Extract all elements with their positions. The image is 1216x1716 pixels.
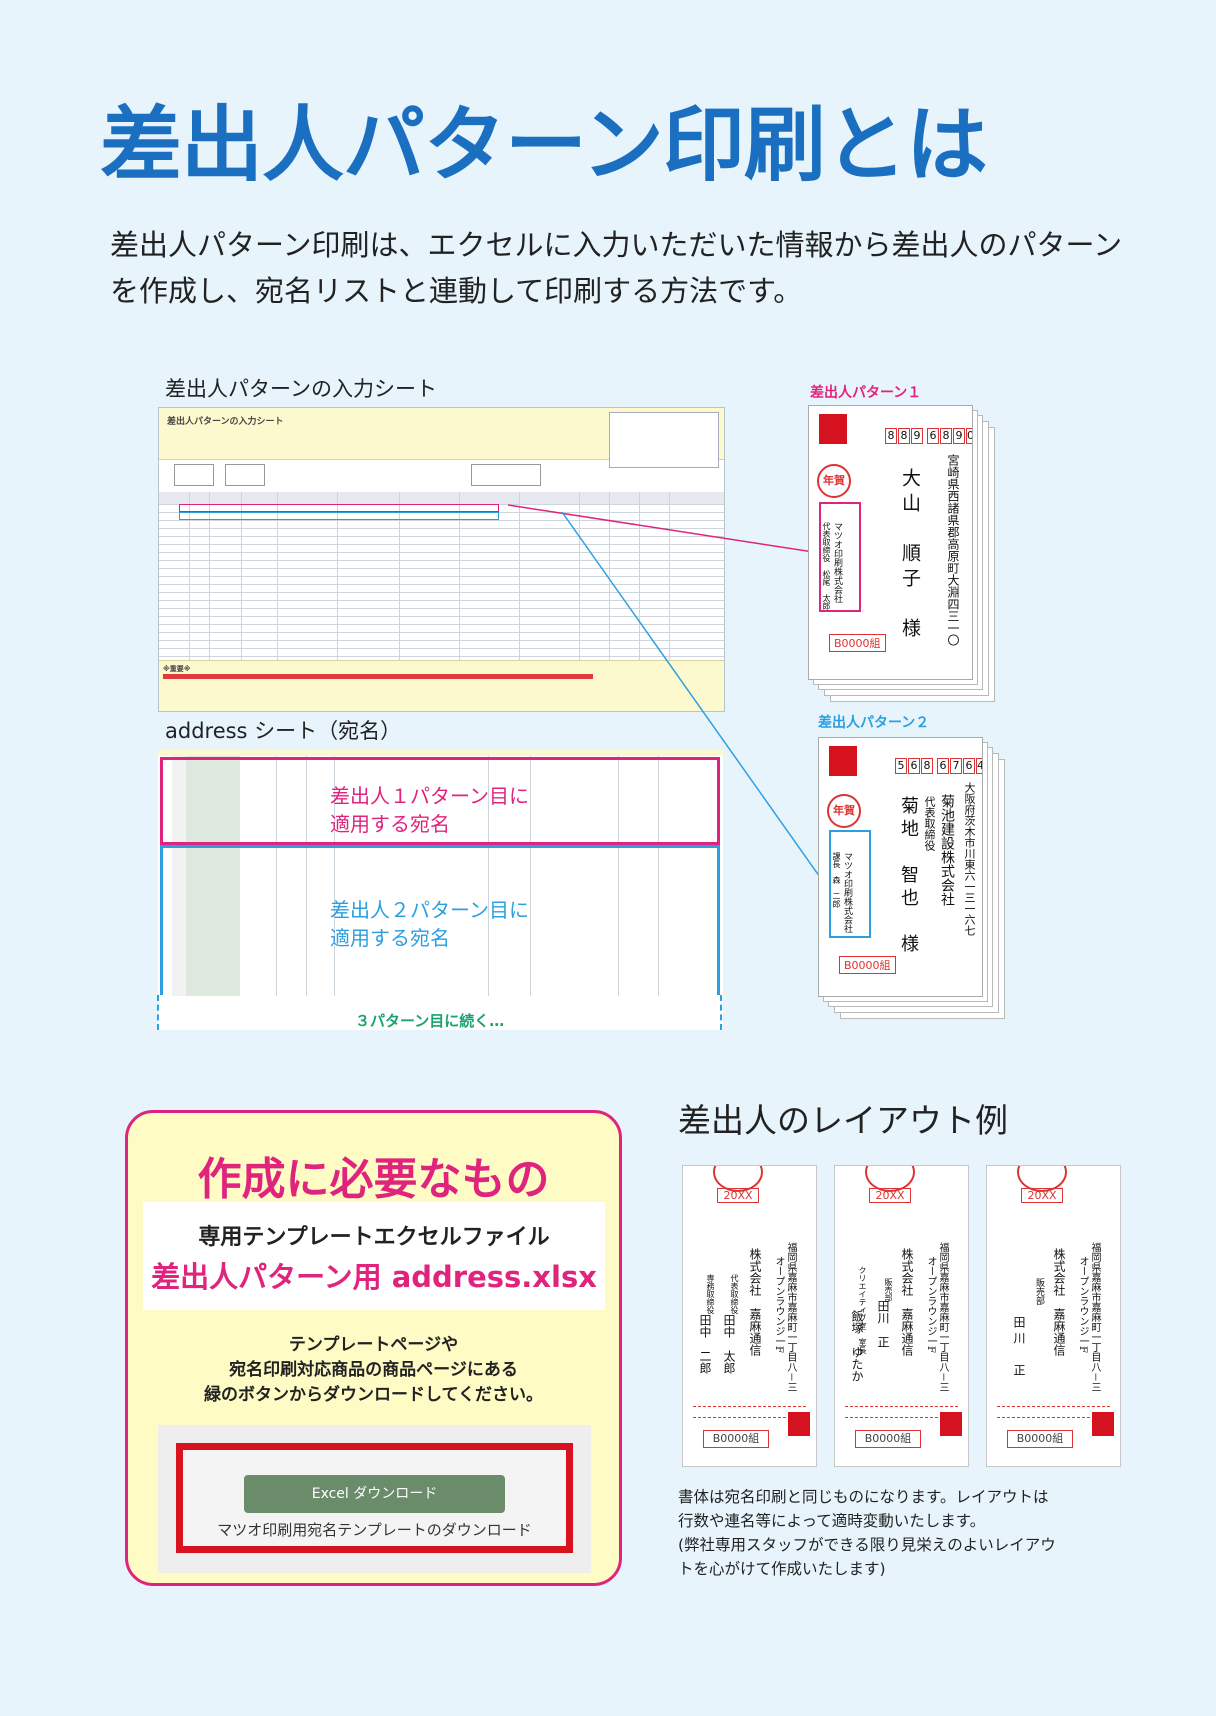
- download-instructions: テンプレートページや 宛名印刷対応商品の商品ページにある 緑のボタンからダウンロ…: [204, 1335, 543, 1405]
- pattern2-postcard: 5 6 8 6 7 6 4 年賀 大阪府茨木市川東六一三一六七 菊池建設株式会社…: [818, 737, 983, 997]
- sheet-callout-2: [225, 464, 265, 486]
- class-label: B0000組: [829, 634, 886, 652]
- sheet-title: 差出人パターンの入力シート: [167, 417, 284, 427]
- recipient-address: 大阪府茨木市川東六一三一六七: [963, 782, 976, 936]
- sender-company: マツオ印刷株式会社: [832, 522, 842, 603]
- template-file-box: 専用テンプレートエクセルファイル 差出人パターン用 address.xlsx: [143, 1202, 605, 1310]
- download-highlight-frame: Excel ダウンロード マツオ印刷用宛名テンプレートのダウンロード: [176, 1443, 573, 1553]
- continue-text: ３パターン目に続く…: [355, 1012, 505, 1030]
- class-label: B0000組: [839, 956, 896, 974]
- pattern2-sender-box: [829, 830, 871, 938]
- nenga-mark: 年賀: [827, 794, 861, 828]
- address-sheet-label: address シート（宛名）: [165, 719, 402, 743]
- sender-person: 代表取締役 松尾 太郎: [822, 522, 831, 610]
- nenga-mark: 年賀: [817, 464, 851, 498]
- year-label: 20XX: [869, 1188, 911, 1203]
- stamp-icon: [788, 1412, 810, 1436]
- pattern1-range-text-2: 適用する宛名: [330, 812, 450, 836]
- requirements-box: 作成に必要なもの 専用テンプレートエクセルファイル 差出人パターン用 addre…: [125, 1110, 622, 1586]
- pattern2-range-text-2: 適用する宛名: [330, 926, 450, 950]
- stamp-icon: [940, 1412, 962, 1436]
- download-caption: マツオ印刷用宛名テンプレートのダウンロード: [217, 1521, 532, 1539]
- sheet-callout-1: [174, 464, 214, 486]
- pattern1-postcard: 8 8 9 6 8 9 0 年賀 宮崎県西諸県郡高原町大淵四三一〇 大山 順子 …: [808, 405, 973, 680]
- sender-person: 課長 森 二郎: [832, 852, 841, 908]
- sheet-row-highlight-pink: [179, 504, 499, 512]
- excel-download-button[interactable]: Excel ダウンロード: [244, 1475, 505, 1513]
- download-area: Excel ダウンロード マツオ印刷用宛名テンプレートのダウンロード: [158, 1425, 591, 1573]
- stamp-icon: [829, 746, 857, 776]
- sheet-contact-box: [609, 412, 719, 468]
- stamp-icon: [1092, 1412, 1114, 1436]
- sheet-note-band: [159, 660, 724, 711]
- sheet-important: ※重要※: [163, 665, 191, 673]
- pattern1-label: 差出人パターン１: [810, 385, 922, 401]
- year-label: 20XX: [717, 1188, 759, 1203]
- year-label: 20XX: [1021, 1188, 1063, 1203]
- recipient-title: 代表取締役: [923, 796, 936, 851]
- input-sheet-image: 差出人パターンの入力シート ※重要※: [158, 407, 725, 712]
- recipient-company: 菊池建設株式会社: [939, 794, 955, 906]
- recipient-name: 菊地 智也 様: [898, 796, 919, 957]
- sheet-warning-line: [163, 674, 593, 679]
- layout-note: 書体は宛名印刷と同じものになります。レイアウトは 行数や連名等によって適時変動い…: [678, 1488, 1056, 1578]
- pattern2-range-text-1: 差出人２パターン目に: [330, 898, 529, 922]
- pattern1-range-box: [160, 757, 720, 845]
- intro-text: 差出人パターン印刷は、エクセルに入力いただいた情報から差出人のパターンを作成し、…: [110, 228, 1123, 308]
- recipient-address: 宮崎県西諸県郡高原町大淵四三一〇: [946, 454, 960, 646]
- layout-example-3: 20XX 福岡県嘉麻市嘉麻町一丁目八－三 オープンラウンジ一F 株式会社 嘉麻通…: [986, 1165, 1121, 1467]
- page-title: 差出人パターン印刷とは: [100, 98, 988, 193]
- pattern2-range-box: [160, 845, 720, 995]
- sender-company: マツオ印刷株式会社: [842, 852, 852, 933]
- requirements-title: 作成に必要なもの: [197, 1154, 550, 1205]
- template-file-label: 専用テンプレートエクセルファイル: [198, 1225, 550, 1250]
- layout-example-1: 20XX 福岡県嘉麻市嘉麻町一丁目八－三 オープンラウンジ一F 株式会社 嘉麻通…: [682, 1165, 817, 1467]
- pattern1-range-text-1: 差出人１パターン目に: [330, 784, 529, 808]
- stamp-icon: [819, 414, 847, 444]
- layout-examples-title: 差出人のレイアウト例: [678, 1101, 1008, 1140]
- sheet-column-header: [159, 492, 724, 504]
- input-sheet-label: 差出人パターンの入力シート: [165, 377, 437, 401]
- address-sheet-image: [158, 750, 723, 1030]
- sheet-callout-3: [471, 464, 541, 486]
- pattern1-sender-box: [819, 502, 861, 612]
- sheet-row-highlight-blue: [179, 512, 499, 520]
- recipient-name: 大山 順子 様: [899, 468, 921, 643]
- layout-example-2: 20XX 福岡県嘉麻市嘉麻町一丁目八－三 オープンラウンジ一F 株式会社 嘉麻通…: [834, 1165, 969, 1467]
- pattern2-label: 差出人パターン２: [818, 715, 930, 731]
- template-file-name: 差出人パターン用 address.xlsx: [151, 1260, 597, 1294]
